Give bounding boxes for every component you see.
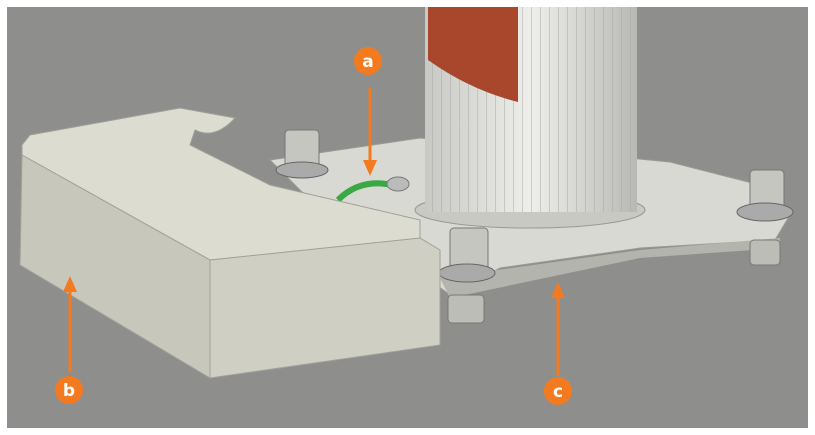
bolt	[438, 227, 496, 324]
callout-label-a: a	[362, 52, 373, 72]
bolt	[736, 169, 794, 266]
pole	[414, 7, 646, 229]
bolt	[275, 129, 329, 179]
callout-c: c	[544, 282, 572, 405]
callout-a: a	[354, 47, 382, 176]
pole-red-band	[428, 7, 518, 102]
callout-label-c: c	[553, 382, 563, 402]
cover	[19, 107, 441, 379]
callout-label-b: b	[63, 381, 75, 401]
callout-b: b	[55, 276, 83, 404]
